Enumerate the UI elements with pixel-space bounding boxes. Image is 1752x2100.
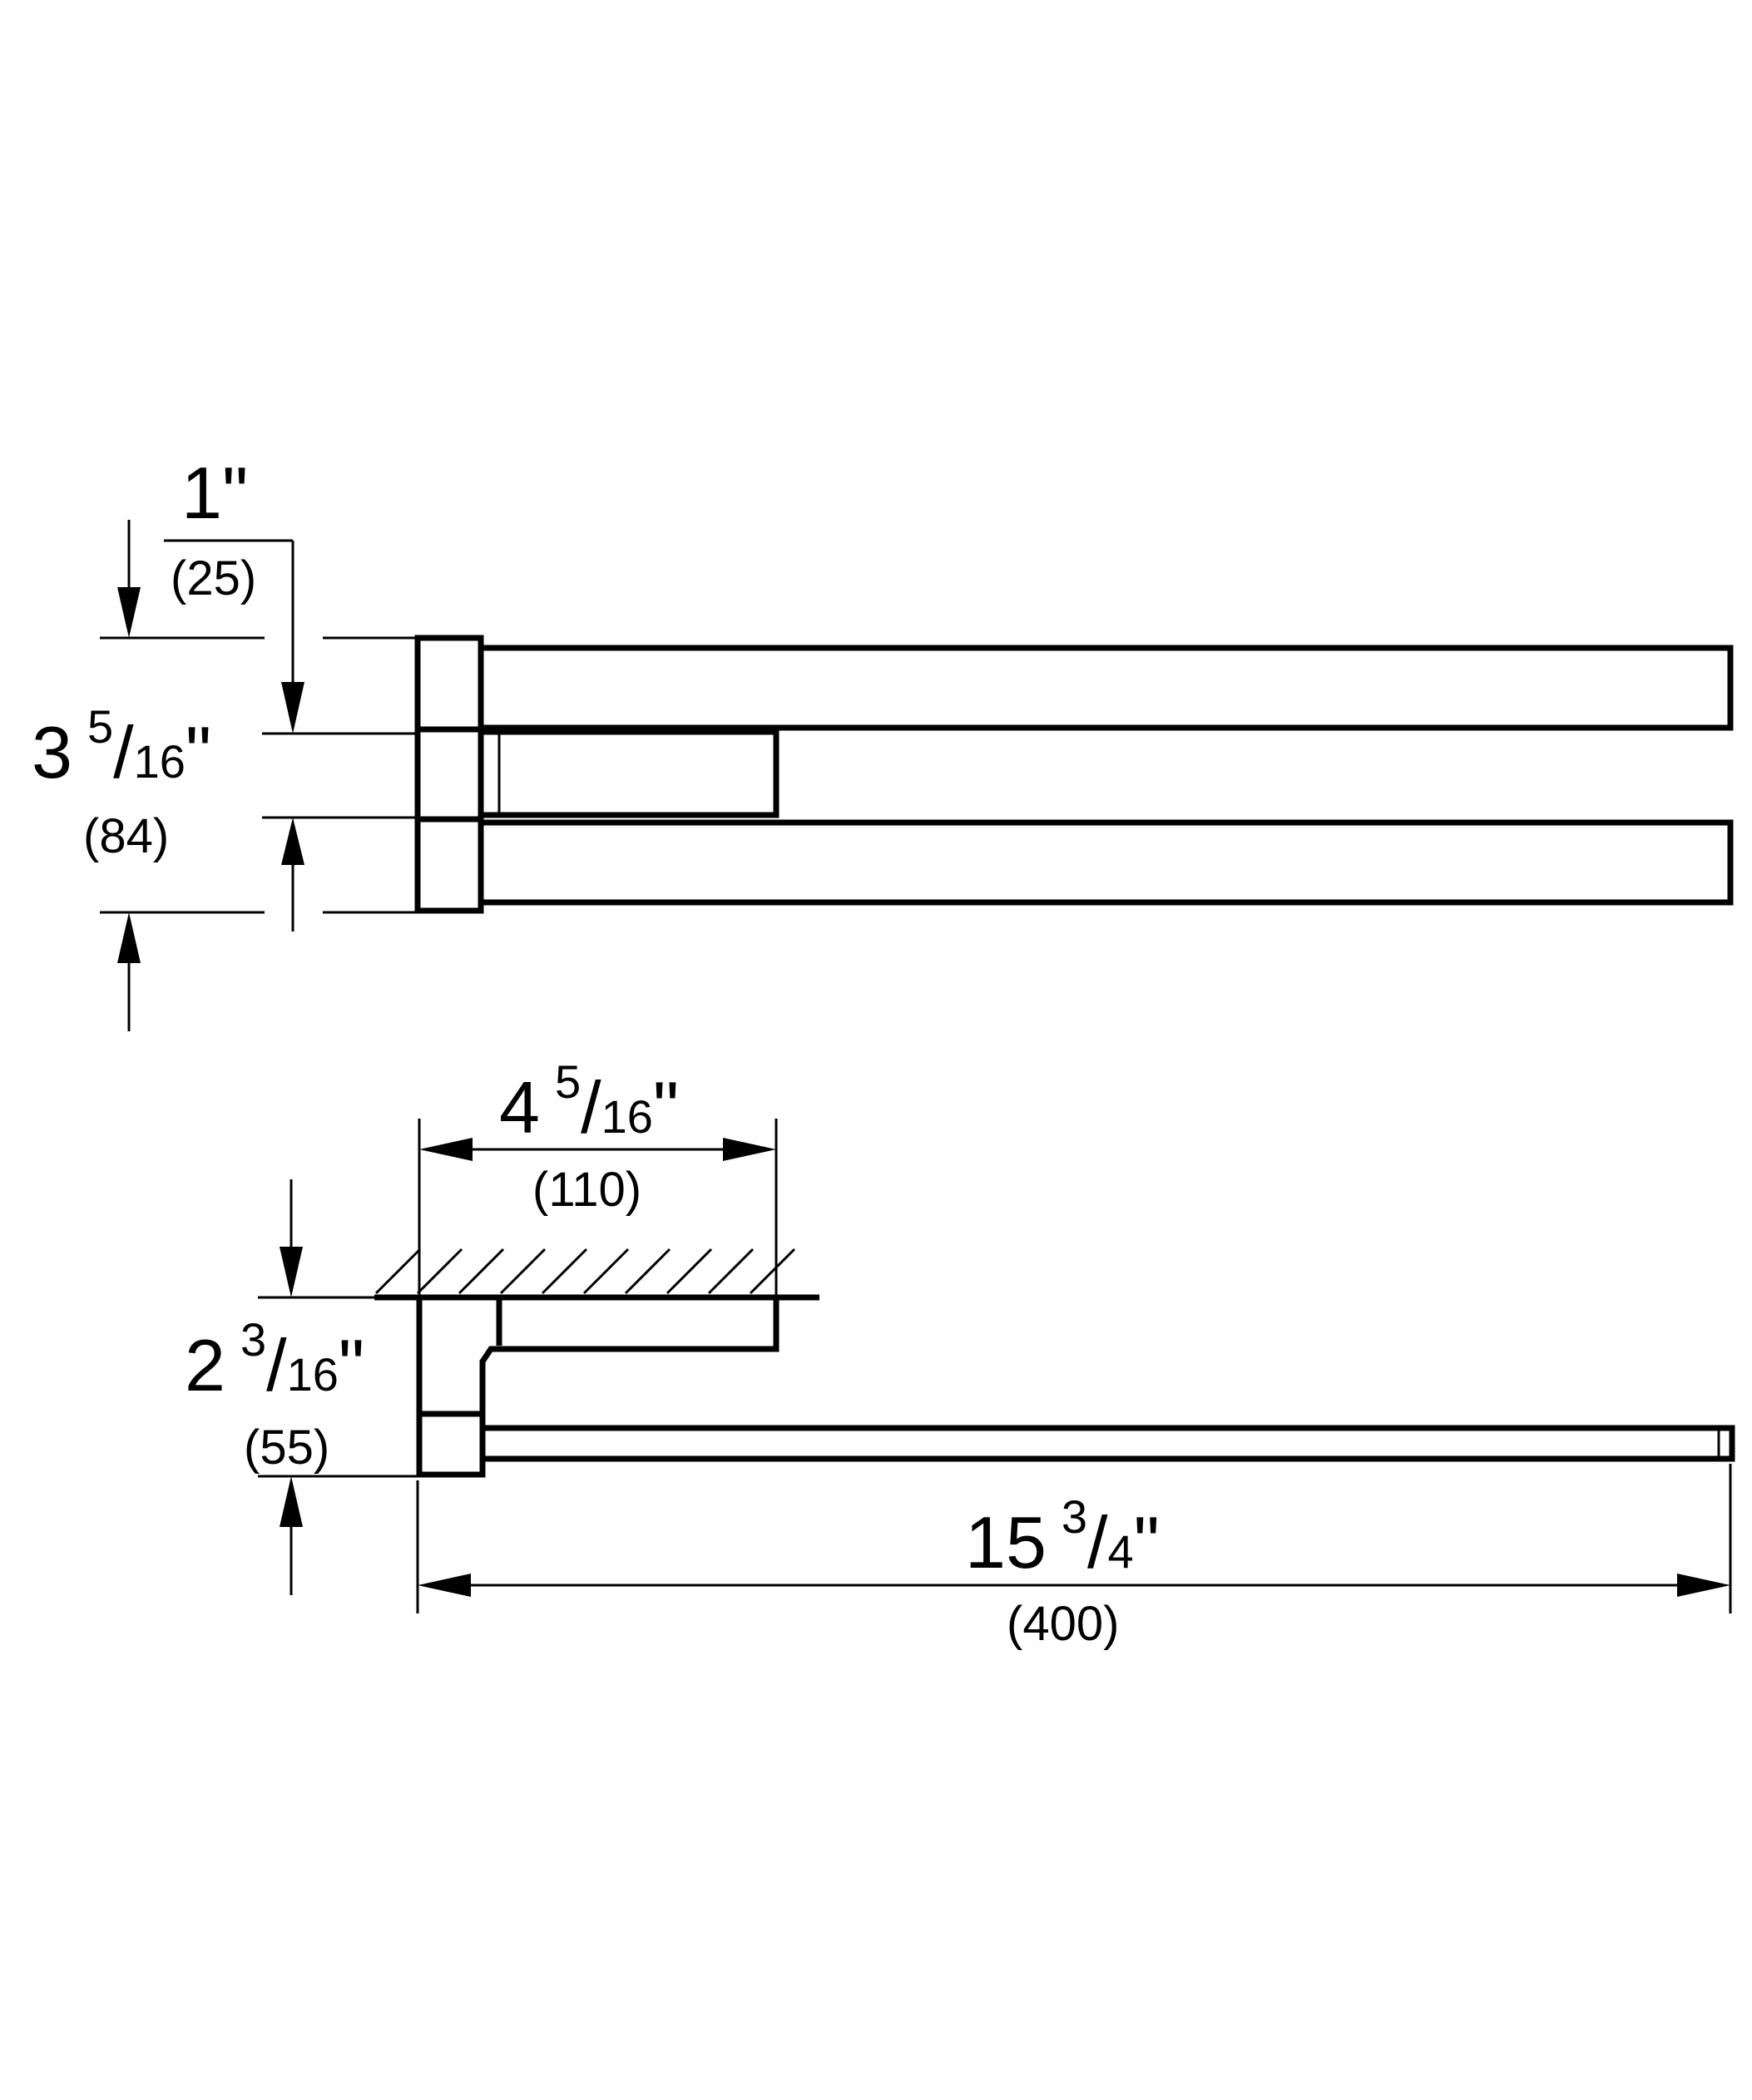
arrow-head (281, 682, 304, 734)
mount-block (414, 635, 484, 914)
towel-arm (479, 1425, 1735, 1462)
dim-height-total-mm: (84) (83, 809, 169, 863)
wall-hatch (374, 1248, 796, 1295)
arrow-head (280, 1247, 303, 1297)
arrow-head (418, 1574, 471, 1597)
arrow-head (1677, 1574, 1730, 1597)
arrow-head (723, 1138, 776, 1161)
upper-arm (478, 645, 1734, 731)
dim-arm-offset-mm: (110) (532, 1163, 641, 1217)
dim-depth-top-mm: (25) (171, 551, 256, 605)
arrow-head (280, 1476, 303, 1527)
arrow-head (117, 587, 141, 638)
lower-arm (478, 819, 1734, 906)
dim-depth-top-inch: 1" (181, 452, 248, 534)
swivel-block (416, 1411, 486, 1478)
arrow-head (117, 912, 141, 963)
dim-wall-projection-mm: (55) (244, 1421, 329, 1475)
dim-length-total-mm: (400) (1007, 1597, 1119, 1651)
arrow-head (281, 818, 304, 865)
arrow-head (419, 1138, 473, 1161)
middle-short-arm (478, 729, 779, 818)
bracket-profile (416, 1300, 779, 1478)
